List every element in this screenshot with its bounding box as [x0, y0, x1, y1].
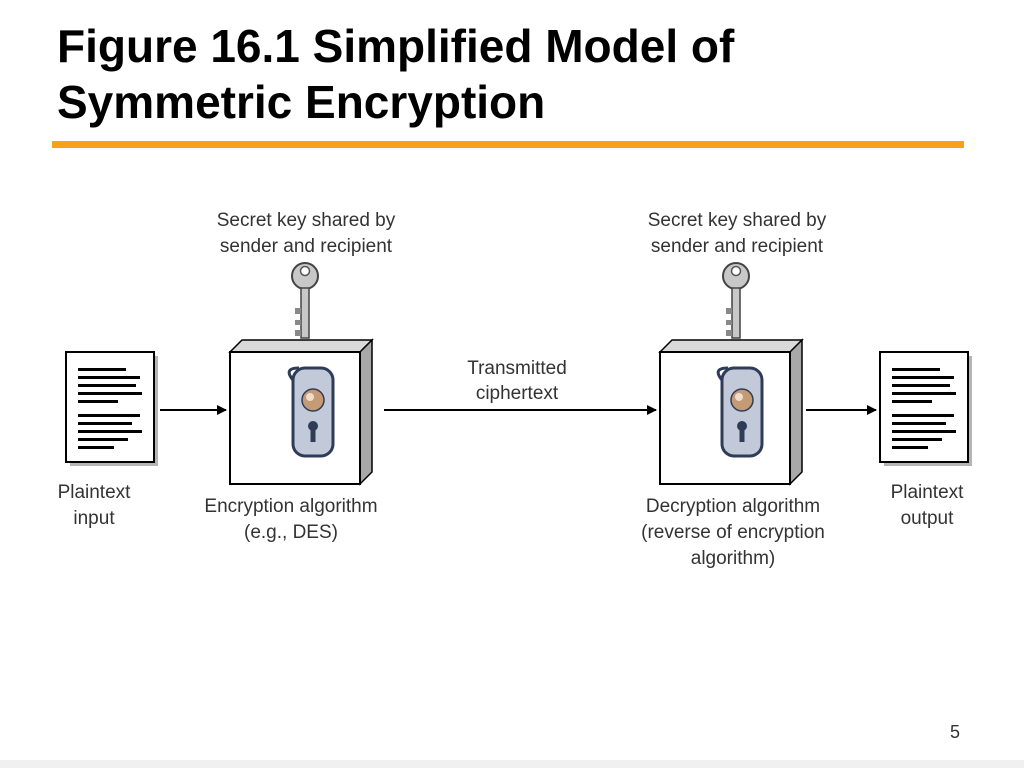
page-number: 5: [949, 722, 960, 742]
encryption-label-line-1: Encryption algorithm: [204, 496, 377, 517]
transmitted-label-line-2: ciphertext: [476, 383, 559, 404]
plaintext-output-document-icon: [879, 351, 973, 467]
encryption-lock-icon: [287, 366, 335, 458]
key-left-label-line-2: sender and recipient: [220, 236, 393, 257]
title-underline: [52, 141, 964, 148]
footer-band: [0, 760, 1024, 768]
title-line-2: Symmetric Encryption: [57, 76, 546, 128]
key-left-icon: [291, 262, 319, 339]
transmitted-label-line-1: Transmitted: [467, 358, 567, 379]
key-left-label-line-1: Secret key shared by: [217, 210, 396, 231]
title-line-1: Figure 16.1 Simplified Model of: [57, 20, 735, 72]
key-right-label-line-2: sender and recipient: [651, 236, 824, 257]
decryption-box: [659, 339, 803, 485]
encryption-label-line-2: (e.g., DES): [244, 522, 338, 543]
decryption-label-line-1: Decryption algorithm: [646, 496, 820, 517]
decryption-lock-icon: [716, 366, 764, 458]
encryption-box: [229, 339, 373, 485]
plaintext-input-document-icon: [65, 351, 159, 467]
key-right-label-line-1: Secret key shared by: [648, 210, 827, 231]
plaintext-input-label-line-2: input: [73, 508, 115, 529]
page-title: Figure 16.1 Simplified Model of Symmetri…: [57, 18, 997, 130]
plaintext-output-label-line-2: output: [901, 508, 955, 529]
decryption-label-line-3: algorithm): [691, 548, 775, 569]
key-right-icon: [722, 262, 750, 339]
decryption-label-line-2: (reverse of encryption: [641, 522, 825, 543]
plaintext-input-label-line-1: Plaintext: [58, 482, 132, 503]
plaintext-output-label-line-1: Plaintext: [891, 482, 965, 503]
